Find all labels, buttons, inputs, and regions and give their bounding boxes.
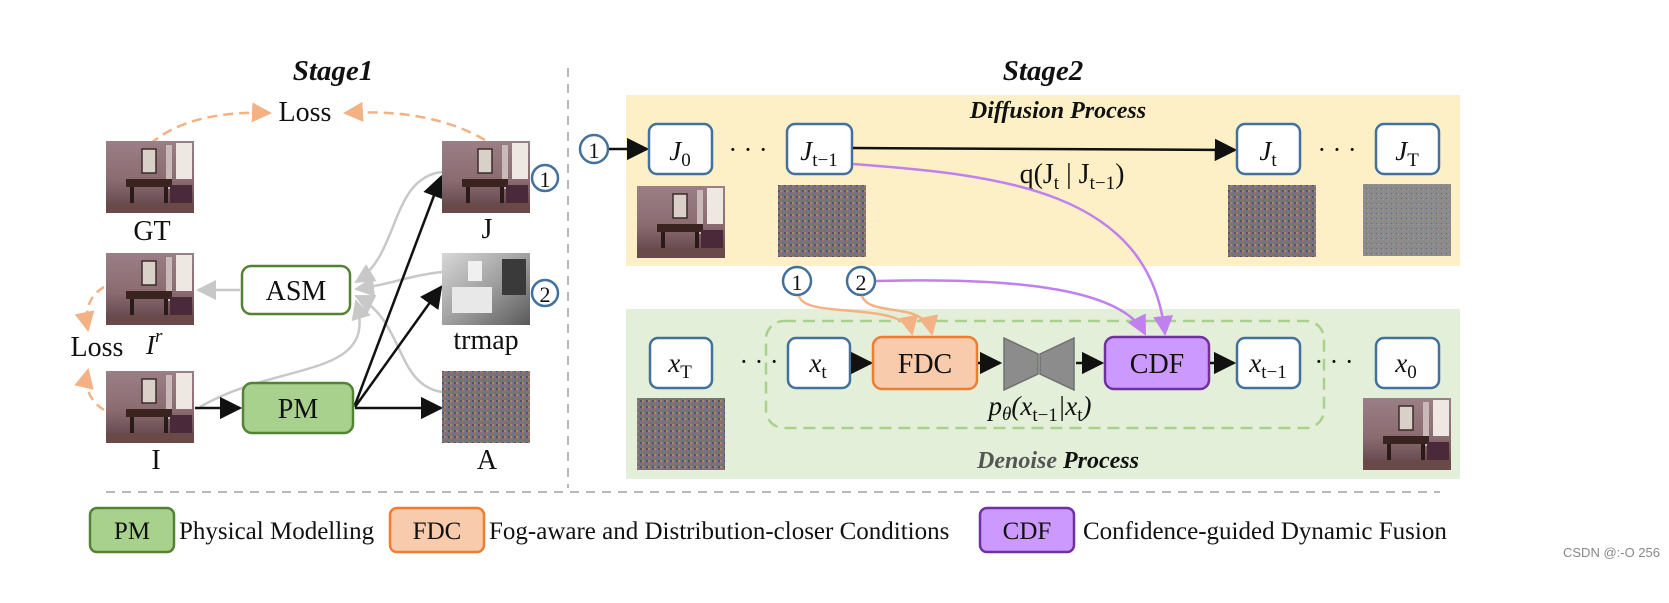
legend-fdc-badge: [388, 506, 486, 554]
legend-cdf-badge-text: CDF: [1003, 518, 1052, 545]
denoise-title: Denoise Process: [976, 448, 1139, 474]
p-formula: pθ(xt−1|xt): [986, 391, 1091, 426]
diffusion-image-jt-1: [778, 185, 866, 257]
input-marker-1-text: 1: [589, 138, 600, 163]
node-jT-label: JT: [1395, 136, 1419, 171]
diffusion-title: Diffusion Process: [969, 98, 1146, 124]
cdf-box: [1103, 335, 1211, 391]
loss-top-label: Loss: [279, 97, 332, 128]
fdc-box: [871, 335, 979, 391]
diffusion-image-jT: [1363, 184, 1451, 256]
asm-label: ASM: [266, 276, 327, 307]
cond-marker-2: [845, 265, 877, 297]
diffusion-image-jt: [1228, 185, 1316, 257]
decoder-shape: [1039, 336, 1075, 392]
cond2-to-fdc-arrow: [860, 295, 939, 336]
j-image: [441, 140, 531, 214]
cond1-to-fdc-arrow: [797, 295, 919, 336]
diffusion-arrow: [852, 138, 1238, 162]
dots-diff-2: · · ·: [1318, 135, 1357, 164]
q-formula: q(Jt | Jt−1): [1020, 159, 1125, 194]
i-to-loss-arrow: [74, 368, 105, 412]
node-x0-label: x0: [1394, 348, 1416, 383]
stage1-title: Stage1: [293, 55, 374, 87]
diffusion-panel: [626, 95, 1460, 266]
ir-label: Ir: [145, 326, 163, 360]
dots-den-1: · · ·: [740, 347, 779, 376]
denoise-image-xT: [637, 398, 725, 470]
trmap-label: trmap: [453, 325, 518, 356]
j-to-loss-arrow: [343, 101, 486, 142]
node-xT-label: xT: [667, 348, 692, 383]
ir-to-loss-arrow: [74, 285, 105, 332]
fdc-label: FDC: [898, 349, 952, 380]
legend-pm-text: Physical Modelling: [179, 518, 375, 545]
dots-diff-1: · · ·: [729, 135, 768, 164]
j-label: J: [482, 214, 493, 245]
cond-marker-1-text: 1: [792, 270, 803, 295]
cond-marker-2-text: 2: [856, 270, 867, 295]
cdf-label: CDF: [1130, 349, 1184, 380]
a-label: A: [477, 445, 498, 476]
node-xt-label: xt: [808, 348, 827, 383]
node-jT: [1374, 122, 1441, 176]
gt-label: GT: [133, 216, 170, 247]
legend-cdf-badge: [978, 506, 1076, 554]
node-xt: [786, 336, 852, 390]
cond2-to-cdf-arrow: [875, 279, 1147, 336]
node-j0: [647, 122, 714, 176]
i-image: [105, 370, 195, 444]
denoise-image-x0: [1362, 397, 1452, 471]
ir-image: [105, 252, 195, 326]
trmap-image: [442, 253, 530, 325]
node-xt-1: [1235, 336, 1302, 390]
gt-to-loss-arrow: [149, 102, 272, 145]
node-jt-1: [785, 122, 854, 176]
pm-to-trmap-arrow: [353, 285, 443, 408]
pm-box: [241, 381, 355, 435]
stage2-title: Stage2: [1003, 55, 1084, 87]
ir-label-base: I: [145, 330, 157, 360]
encoder-shape: [1003, 336, 1039, 392]
legend-pm-badge-text: PM: [114, 518, 150, 545]
node-jt-label: Jt: [1259, 136, 1277, 171]
a-image: [442, 371, 530, 443]
legend-pm-badge: [88, 506, 176, 554]
dots-den-2: · · ·: [1315, 347, 1354, 376]
gt-image: [105, 140, 195, 214]
legend-cdf-text: Confidence-guided Dynamic Fusion: [1083, 518, 1447, 545]
cond-marker-1: [781, 265, 813, 297]
asm-box: [240, 264, 352, 316]
ir-label-sup: r: [155, 326, 163, 347]
pm-to-j-arrow: [353, 174, 445, 406]
jt-1-to-cdf-arrow: [852, 162, 1174, 336]
node-xt-1-label: xt−1: [1248, 348, 1286, 383]
i-label: I: [151, 445, 160, 476]
i-to-asm-arrow: [199, 299, 371, 409]
legend-fdc-badge-text: FDC: [413, 518, 462, 545]
marker-2-stage1: [530, 278, 560, 308]
loss-left-label: Loss: [71, 332, 124, 363]
marker-2-stage1-text: 2: [540, 282, 551, 307]
node-x0: [1374, 336, 1441, 390]
marker-1-stage1: [530, 163, 560, 193]
node-jt: [1235, 122, 1302, 176]
node-xT: [648, 336, 714, 390]
legend-fdc-text: Fog-aware and Distribution-closer Condit…: [489, 518, 949, 545]
input-marker-1: [578, 133, 610, 165]
node-j0-label: J0: [669, 136, 690, 171]
watermark: CSDN @:-O 256: [1563, 545, 1660, 560]
trmap-to-asm-arrow: [354, 270, 443, 297]
diffusion-image-j0: [636, 185, 726, 259]
denoise-panel: [626, 309, 1460, 479]
j-to-asm-arrow: [354, 170, 443, 284]
marker-1-stage1-text: 1: [540, 167, 551, 192]
pm-label: PM: [278, 394, 319, 425]
node-jt-1-label: Jt−1: [800, 136, 837, 171]
